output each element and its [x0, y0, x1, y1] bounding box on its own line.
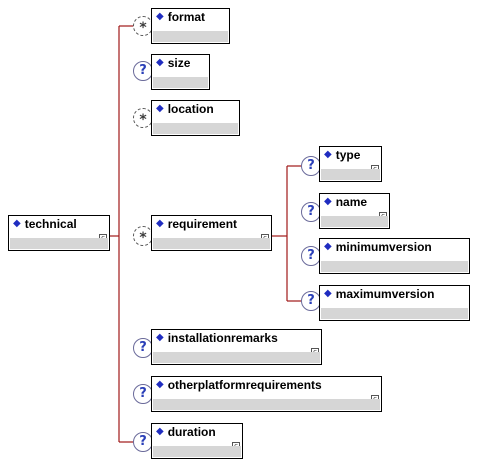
node-otherplatformrequirements[interactable]: ◆otherplatformrequirements c — [151, 376, 382, 412]
diamond-icon: ◆ — [156, 11, 164, 22]
diamond-icon: ◆ — [324, 288, 332, 299]
node-strip — [153, 238, 270, 249]
node-strip — [153, 352, 320, 363]
node-label: duration — [167, 425, 216, 439]
node-label: type — [335, 148, 361, 162]
diamond-icon: ◆ — [156, 103, 164, 114]
node-requirement[interactable]: ◆requirement c — [151, 215, 272, 251]
cardinality-icon: ? — [133, 432, 153, 452]
cardinality-icon: * — [133, 108, 153, 128]
node-label: maximumversion — [335, 287, 435, 301]
cardinality-icon: * — [133, 226, 153, 246]
node-strip — [10, 238, 108, 249]
node-maximumversion[interactable]: ◆maximumversion — [319, 285, 470, 321]
diamond-icon: ◆ — [156, 379, 164, 390]
diamond-icon: ◆ — [13, 218, 21, 229]
node-label: minimumversion — [335, 240, 432, 254]
cardinality-icon: ? — [301, 202, 321, 222]
node-strip — [153, 446, 241, 457]
node-size[interactable]: ◆size — [151, 54, 210, 90]
cardinality-icon: ? — [301, 246, 321, 266]
node-label: format — [167, 10, 206, 24]
node-strip — [153, 399, 380, 410]
cardinality-icon: ? — [133, 61, 153, 81]
node-strip — [321, 169, 380, 180]
cardinality-icon: ? — [133, 338, 153, 358]
node-type[interactable]: ◆type c — [319, 146, 382, 182]
node-strip — [321, 216, 388, 227]
node-strip — [153, 77, 208, 88]
node-label: name — [335, 195, 368, 209]
node-strip — [321, 308, 468, 319]
diamond-icon: ◆ — [156, 218, 164, 229]
diamond-icon: ◆ — [156, 57, 164, 68]
node-format[interactable]: ◆format — [151, 8, 230, 44]
diamond-icon: ◆ — [156, 332, 164, 343]
node-location[interactable]: ◆location — [151, 100, 240, 136]
node-label: installationremarks — [167, 331, 278, 345]
node-label: size — [167, 56, 191, 70]
node-name[interactable]: ◆name c — [319, 193, 390, 229]
node-minimumversion[interactable]: ◆minimumversion — [319, 238, 470, 274]
node-label: otherplatformrequirements — [167, 378, 322, 392]
cardinality-icon: ? — [301, 291, 321, 311]
node-label: technical — [24, 217, 77, 231]
diamond-icon: ◆ — [324, 196, 332, 207]
node-strip — [153, 31, 228, 42]
node-strip — [321, 261, 468, 272]
node-label: location — [167, 102, 214, 116]
node-technical[interactable]: ◆technical c — [8, 215, 110, 251]
cardinality-icon: * — [133, 16, 153, 36]
node-duration[interactable]: ◆duration c — [151, 423, 243, 459]
diamond-icon: ◆ — [324, 149, 332, 160]
node-installationremarks[interactable]: ◆installationremarks c — [151, 329, 322, 365]
node-strip — [153, 123, 238, 134]
cardinality-icon: ? — [301, 156, 321, 176]
diamond-icon: ◆ — [156, 426, 164, 437]
cardinality-icon: ? — [133, 384, 153, 404]
diamond-icon: ◆ — [324, 241, 332, 252]
node-label: requirement — [167, 217, 238, 231]
